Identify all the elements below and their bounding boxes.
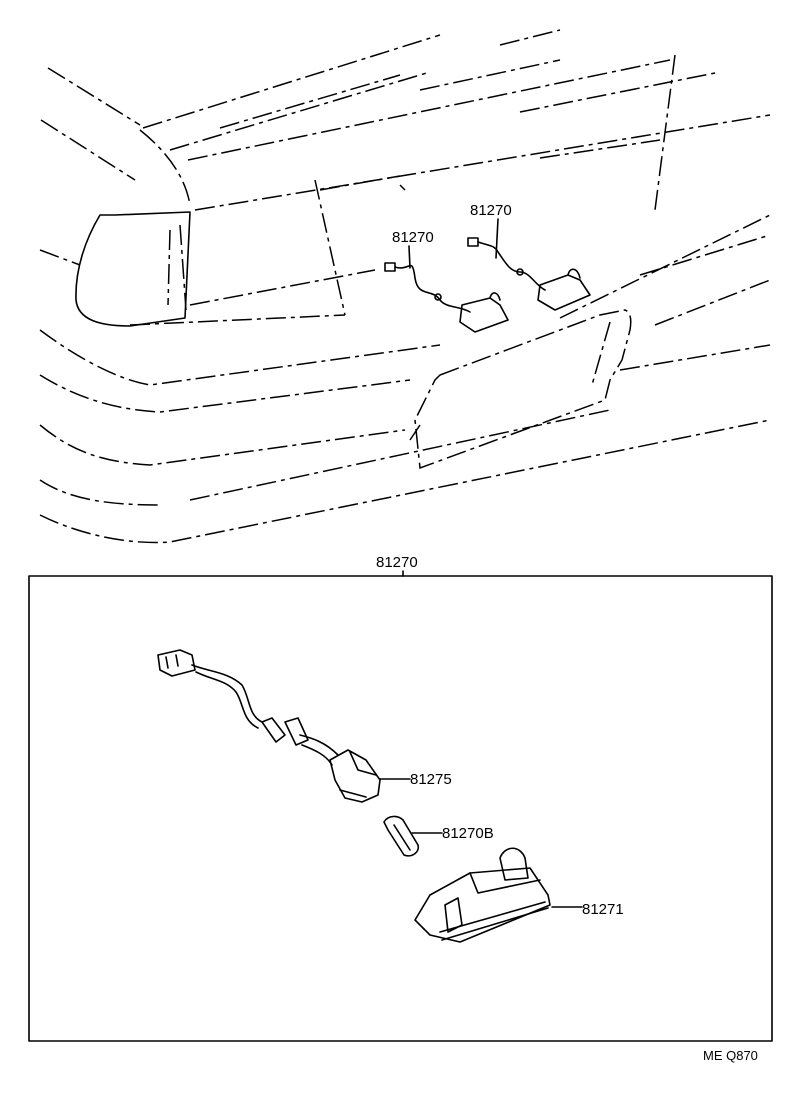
bulb-icon — [383, 815, 420, 857]
car-harness-right-label: 81270 — [470, 202, 512, 219]
car-rear-outline — [39, 29, 771, 544]
car-lamp-right — [467, 237, 591, 311]
socket-label: 81275 — [410, 771, 452, 788]
assembly-frame — [28, 575, 773, 1042]
connector-icon — [157, 649, 196, 677]
figure-code: ME Q870 — [703, 1048, 758, 1063]
lens-housing-label: 81271 — [582, 901, 624, 918]
car-lamp-left — [384, 262, 509, 333]
socket-icon — [329, 749, 381, 803]
car-harness-left-label: 81270 — [392, 229, 434, 246]
connector-icon — [384, 262, 396, 272]
assembly-title-label: 81270 — [376, 554, 418, 571]
wire-harness — [191, 664, 339, 766]
connector-icon — [467, 237, 479, 247]
bulb-label: 81270B — [442, 825, 494, 842]
lamp-housing-icon — [414, 847, 551, 943]
